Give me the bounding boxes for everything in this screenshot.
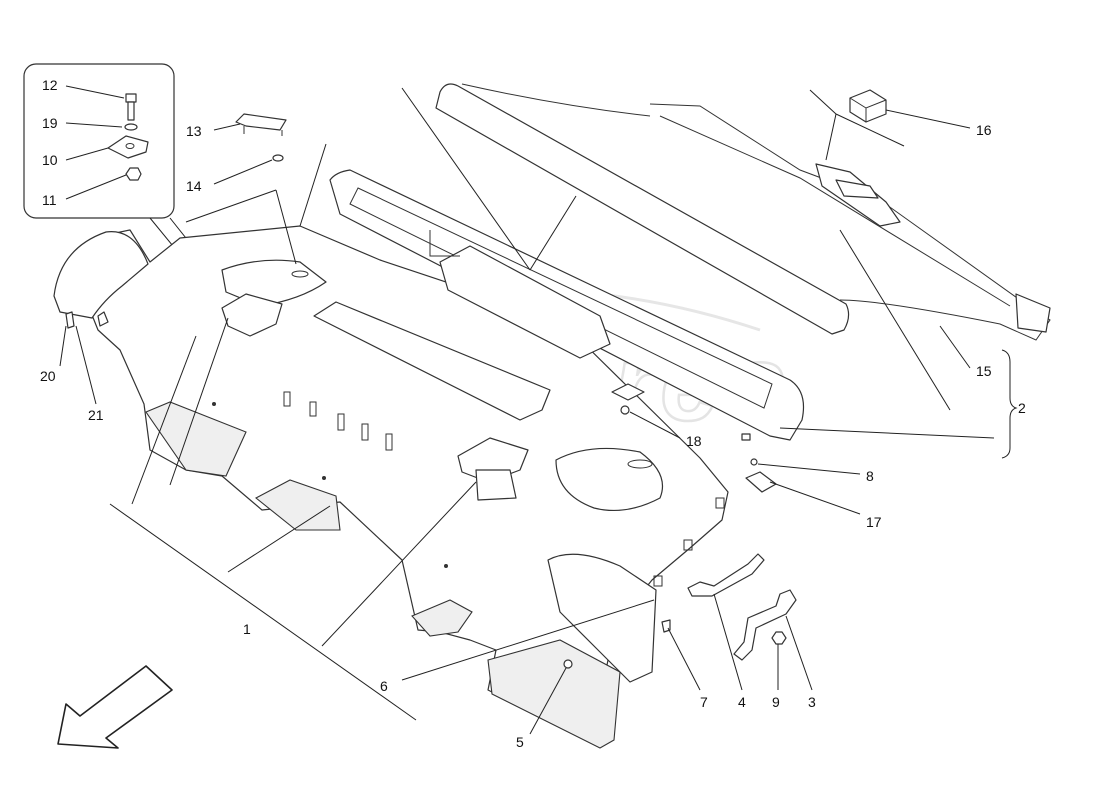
roller-blind-cassette (329, 169, 805, 441)
callout-20: 20 (40, 368, 56, 384)
screw-5 (563, 659, 573, 669)
callout-10: 10 (42, 152, 58, 168)
callout-15: 15 (976, 363, 992, 379)
callout-14: 14 (186, 178, 202, 194)
handle-13 (235, 113, 287, 136)
callout-3: 3 (808, 694, 816, 710)
vent-slots (283, 391, 393, 451)
control-module-16 (849, 89, 887, 123)
screw-8 (750, 458, 758, 466)
clip-14 (272, 154, 284, 162)
callout-18: 18 (686, 433, 702, 449)
callout-8: 8 (866, 468, 874, 484)
anchor-cover-left (221, 293, 283, 337)
leader-lines (109, 87, 995, 721)
nut-9 (771, 631, 787, 645)
callout-5: 5 (516, 734, 524, 750)
sunshade-roller (435, 83, 1051, 341)
bracket-10 (107, 135, 149, 159)
callout-leaders (59, 109, 1018, 735)
callout-7: 7 (700, 694, 708, 710)
arrow-down-left-icon (57, 665, 173, 749)
washer-19 (124, 123, 138, 131)
callout-1: 1 (243, 621, 251, 637)
callout-11: 11 (42, 192, 57, 208)
callout-6: 6 (380, 678, 388, 694)
callout-2: 2 (1018, 400, 1026, 416)
callout-19: 19 (42, 115, 58, 131)
callout-4: 4 (738, 694, 746, 710)
callout-17: 17 (866, 514, 882, 530)
clip-21 (97, 311, 109, 327)
bracket-3 (733, 589, 797, 661)
clip-20 (65, 311, 75, 329)
bracket-17 (745, 471, 777, 493)
callout-labels: 1 2 3 4 5 6 7 8 9 10 11 12 13 14 15 16 1… (40, 77, 1026, 750)
callout-13: 13 (186, 123, 202, 139)
callout-9: 9 (772, 694, 780, 710)
callout-12: 12 (42, 77, 58, 93)
bracket-18 (611, 383, 645, 401)
parcel-shelf-trim (53, 225, 729, 749)
bolt-12 (125, 93, 137, 121)
nut-11 (125, 167, 142, 181)
callout-21: 21 (88, 407, 104, 423)
bracket-4 (687, 553, 765, 597)
callout-16: 16 (976, 122, 992, 138)
